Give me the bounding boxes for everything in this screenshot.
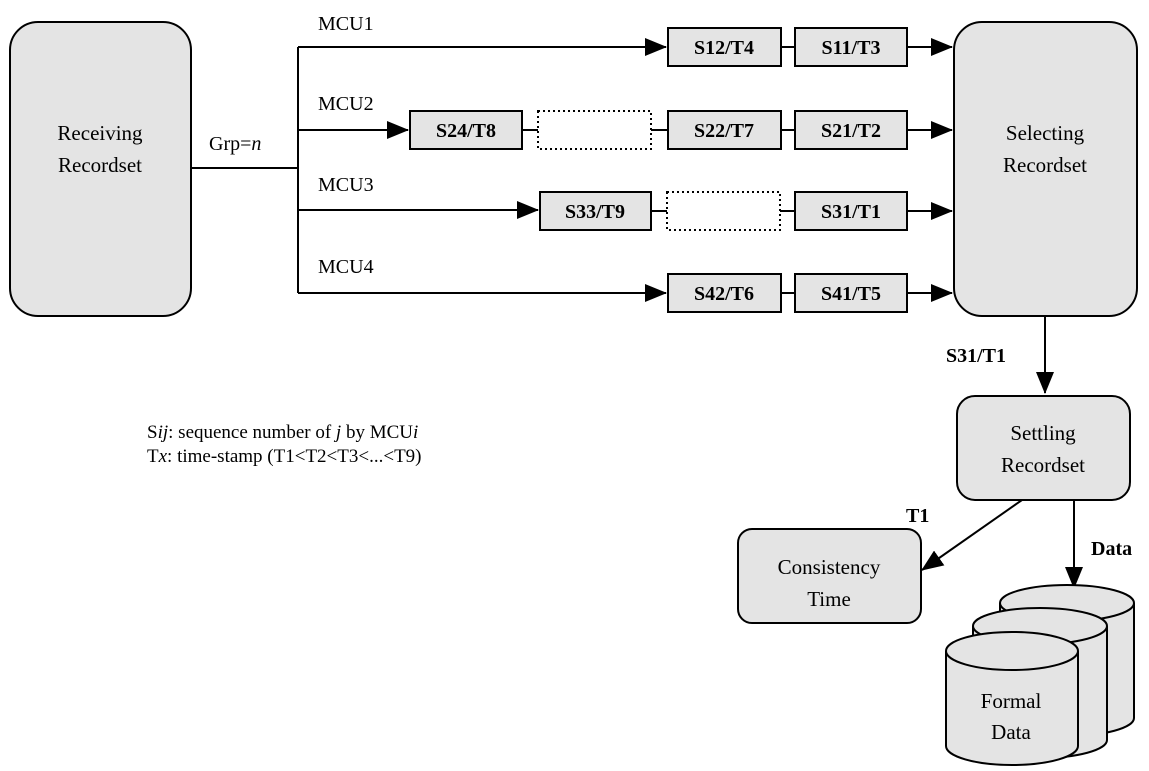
settling-label-line1: Settling <box>1010 421 1076 445</box>
fan-out-connectors <box>191 38 667 302</box>
channel-label-mcu3: MCU3 <box>318 174 374 196</box>
group-label-var: n <box>251 133 261 155</box>
queue-item-empty-slot <box>666 191 781 231</box>
queue-item-s41-t5: S41/T5 <box>821 283 881 305</box>
time-edge-label: T1 <box>906 505 929 527</box>
consistency-label-line2: Time <box>807 587 851 611</box>
legend: Sij: sequence number of j by MCUi Tx: ti… <box>147 422 422 467</box>
legend-line-timestamp: Tx: time-stamp (T1<T2<T3<...<T9) <box>147 446 422 467</box>
consistency-time-node: Consistency Time <box>737 528 922 624</box>
data-edge-label: Data <box>1091 538 1132 560</box>
queue-item-s12-t4: S12/T4 <box>694 37 754 59</box>
group-label: Grp=n <box>209 133 261 155</box>
mcu2-queue: S24/T8 S22/T7 S21/T2 <box>409 110 953 150</box>
queue-item-s21-t2: S21/T2 <box>821 120 881 142</box>
settling-label-line2: Recordset <box>1001 453 1085 477</box>
mcu1-queue: S12/T4 S11/T3 <box>667 27 953 67</box>
queue-item-s42-t6: S42/T6 <box>694 283 754 305</box>
formal-label-line2: Data <box>991 720 1031 744</box>
receiving-label-line2: Recordset <box>58 153 142 177</box>
group-label-prefix: Grp= <box>209 133 251 155</box>
formal-data-database-icon: Formal Data <box>945 584 1135 766</box>
selecting-label-line2: Recordset <box>1003 153 1087 177</box>
channel-label-mcu4: MCU4 <box>318 256 374 278</box>
time-arrow <box>921 499 1023 571</box>
queue-item-s33-t9: S33/T9 <box>565 201 625 223</box>
mcu4-queue: S42/T6 S41/T5 <box>667 273 953 313</box>
queue-item-s24-t8: S24/T8 <box>436 120 496 142</box>
queue-item-s22-t7: S22/T7 <box>694 120 754 142</box>
queue-item-s11-t3: S11/T3 <box>822 37 881 59</box>
channel-label-mcu2: MCU2 <box>318 93 374 115</box>
mcu3-queue: S33/T9 S31/T1 <box>539 191 953 231</box>
selecting-label-line1: Selecting <box>1006 121 1085 145</box>
channel-label-mcu1: MCU1 <box>318 13 374 35</box>
queue-item-empty-slot <box>537 110 652 150</box>
legend-line-sequence: Sij: sequence number of j by MCUi <box>147 422 418 443</box>
queue-item-s31-t1: S31/T1 <box>821 201 881 223</box>
consistency-label-line1: Consistency <box>778 555 881 579</box>
selected-edge-label: S31/T1 <box>946 345 1006 367</box>
receiving-recordset-node: Receiving Recordset <box>9 21 192 317</box>
selecting-recordset-node: Selecting Recordset <box>953 21 1138 317</box>
receiving-label-line1: Receiving <box>57 121 143 145</box>
formal-label-line1: Formal <box>981 689 1042 713</box>
settling-recordset-node: Settling Recordset <box>956 395 1131 501</box>
